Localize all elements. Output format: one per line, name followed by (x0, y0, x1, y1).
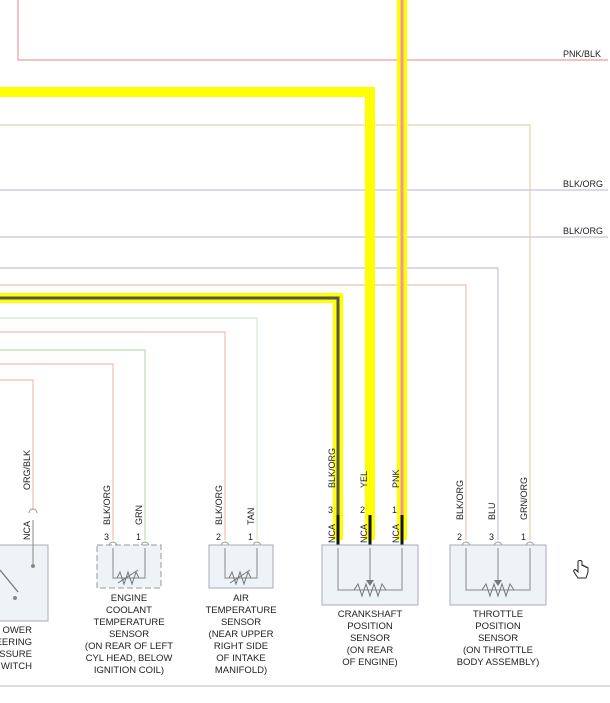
svg-text:AIR: AIR (233, 593, 249, 604)
svg-text:SENSOR: SENSOR (109, 629, 149, 640)
pin-crank-3: 3 (328, 505, 333, 515)
power-steering-switch (0, 520, 49, 622)
crankshaft-caption: CRANKSHAFT POSITION SENSOR (ON REAR OF E… (338, 609, 403, 668)
svg-text:IGNITION COIL): IGNITION COIL) (94, 665, 164, 676)
wire-air-tan (0, 317, 258, 540)
engine-coolant-sensor-box (96, 544, 162, 589)
svg-text:BODY ASSEMBLY): BODY ASSEMBLY) (457, 657, 540, 668)
label-coolant-blk-org: BLK/ORG (102, 485, 112, 525)
pin-air-2: 2 (216, 532, 221, 542)
wire-blu (0, 267, 499, 540)
pin-throttle-2: 2 (457, 532, 462, 542)
wire-pnk-blk (17, 0, 608, 61)
engine-coolant-caption: ENGINE COOLANT TEMPERATURE SENSOR (ON RE… (85, 593, 173, 676)
pin-coolant-1: 1 (136, 532, 141, 542)
svg-text:THROTTLE: THROTTLE (473, 609, 523, 620)
svg-text:RIGHT SIDE: RIGHT SIDE (214, 641, 268, 652)
svg-text:SENSOR: SENSOR (350, 633, 390, 644)
svg-text:(NEAR UPPER: (NEAR UPPER (209, 629, 274, 640)
wire-grn-org-tan (0, 124, 531, 540)
crankshaft-sensor-box (321, 544, 419, 606)
wire-crank-blk-org-highlight (0, 293, 343, 540)
throttle-caption: THROTTLE POSITION SENSOR (ON THROTTLE BO… (457, 609, 540, 668)
svg-text:WITCH: WITCH (1, 661, 32, 672)
svg-text:(ON THROTTLE: (ON THROTTLE (463, 645, 533, 656)
svg-text:SENSOR: SENSOR (221, 617, 261, 628)
label-coolant-grn: GRN (134, 505, 144, 525)
wire-coolant-grn (0, 349, 146, 540)
svg-text:SENSOR: SENSOR (478, 633, 518, 644)
pin-coolant-3: 3 (104, 532, 109, 542)
svg-text:(ON REAR: (ON REAR (347, 645, 394, 656)
throttle-sensor-box (449, 544, 547, 606)
pin-crank-2: 2 (360, 505, 365, 515)
label-crank-blk-org: BLK/ORG (327, 448, 337, 488)
label-ps-org-blk: ORG/BLK (22, 450, 32, 490)
label-crank-nca-3: NCA (327, 524, 337, 543)
svg-text:ENGINE: ENGINE (111, 593, 147, 604)
svg-text:TEMPERATURE: TEMPERATURE (205, 605, 276, 616)
label-air-tan: TAN (246, 508, 256, 525)
svg-text:TEMPERATURE: TEMPERATURE (93, 617, 164, 628)
wire-yel-highlight (0, 87, 375, 540)
svg-text:EERING: EERING (0, 637, 32, 648)
pin-throttle-3: 3 (489, 532, 494, 542)
label-crank-nca-2: NCA (359, 524, 369, 543)
svg-text:CRANKSHAFT: CRANKSHAFT (338, 609, 403, 620)
label-pnk-blk: PNK/BLK (563, 49, 601, 59)
svg-text:ESSURE: ESSURE (0, 649, 32, 660)
hand-cursor-icon (573, 560, 589, 579)
label-throttle-grn-org: GRN/ORG (519, 477, 529, 520)
label-air-blk-org: BLK/ORG (214, 485, 224, 525)
label-blk-org-1: BLK/ORG (563, 179, 603, 189)
svg-text:OWER: OWER (2, 625, 32, 636)
svg-text:(ON REAR OF LEFT: (ON REAR OF LEFT (85, 641, 173, 652)
pin-crank-1: 1 (392, 505, 397, 515)
wire-coolant-blk-org (0, 363, 114, 540)
svg-text:POSITION: POSITION (475, 621, 521, 632)
pin-air-1: 1 (248, 532, 253, 542)
wire-crank-blk-org-core (0, 296, 340, 540)
wire-air-blk-org (0, 331, 226, 540)
power-steering-caption: OWER EERING ESSURE WITCH (0, 625, 32, 672)
wire-throttle-blk-org (0, 284, 467, 540)
svg-text:OF ENGINE): OF ENGINE) (342, 657, 397, 668)
label-crank-pnk: PNK (391, 469, 401, 488)
svg-text:POSITION: POSITION (347, 621, 393, 632)
wire-ps-org-blk (0, 379, 34, 510)
label-throttle-blk-org: BLK/ORG (455, 480, 465, 520)
label-crank-yel: YEL (359, 471, 369, 488)
label-blk-org-2: BLK/ORG (563, 226, 603, 236)
air-temp-caption: AIR TEMPERATURE SENSOR (NEAR UPPER RIGHT… (205, 593, 276, 676)
svg-text:COOLANT: COOLANT (106, 605, 152, 616)
label-ps-nca: NCA (22, 521, 32, 540)
svg-text:OF INTAKE: OF INTAKE (216, 653, 265, 664)
svg-text:CYL HEAD, BELOW: CYL HEAD, BELOW (86, 653, 173, 664)
label-crank-nca-1: NCA (391, 524, 401, 543)
air-temp-sensor-box (208, 544, 274, 589)
svg-text:MANIFOLD): MANIFOLD) (215, 665, 267, 676)
pin-throttle-1: 1 (521, 532, 526, 542)
label-throttle-blu: BLU (487, 502, 497, 520)
